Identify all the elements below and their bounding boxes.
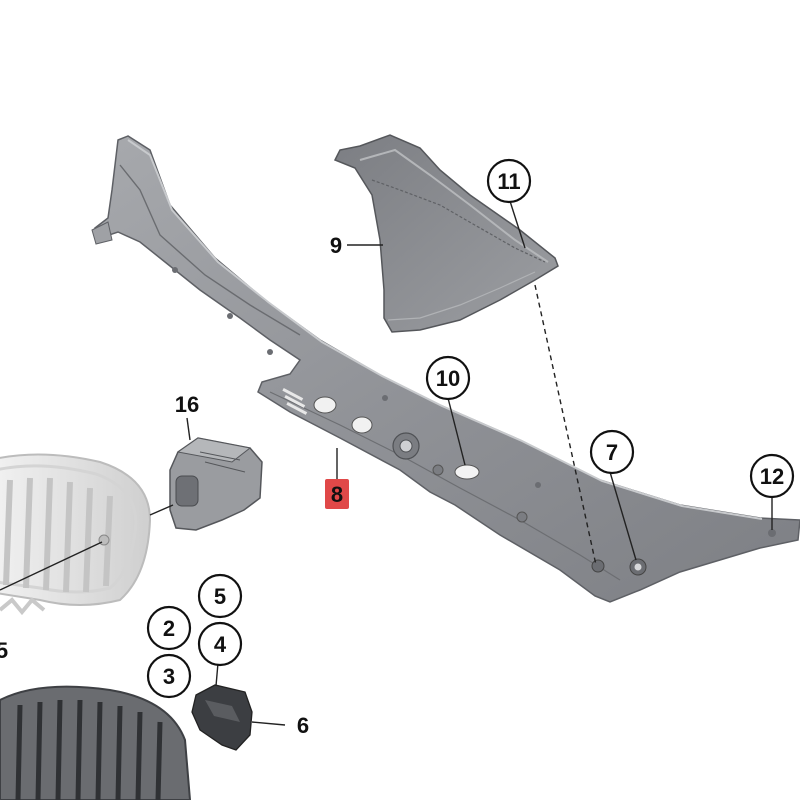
cowl-cover-part[interactable]: [333, 134, 559, 333]
callout-6: 6: [297, 713, 309, 738]
callout-15: 5: [0, 638, 8, 663]
svg-text:10: 10: [436, 366, 460, 391]
cowl-panel-part[interactable]: [91, 135, 800, 603]
leader-lines: [0, 197, 773, 726]
callout-2: 2: [146, 605, 192, 651]
callout-10: 10: [425, 355, 471, 401]
callout-8-highlighted[interactable]: 8: [325, 479, 349, 509]
callout-11: 11: [486, 158, 532, 204]
svg-text:3: 3: [163, 664, 175, 689]
bracket-part-16[interactable]: [169, 437, 263, 531]
svg-text:12: 12: [760, 464, 784, 489]
svg-text:5: 5: [214, 584, 226, 609]
callout-12: 12: [749, 453, 795, 499]
kidney-grille-upper: [0, 453, 152, 616]
callout-9: 9: [330, 233, 342, 258]
callout-16: 16: [175, 392, 199, 417]
kidney-grille-lower: [0, 685, 192, 800]
callout-7: 7: [589, 429, 635, 475]
svg-text:2: 2: [163, 616, 175, 641]
callout-3: 3: [146, 653, 192, 699]
svg-text:7: 7: [606, 440, 618, 465]
svg-text:4: 4: [214, 632, 227, 657]
callouts: 11 10 7 12 5 2 4 3 9: [0, 158, 795, 738]
svg-text:11: 11: [497, 169, 520, 194]
callout-4: 4: [197, 621, 243, 667]
svg-text:8: 8: [331, 482, 343, 507]
clip-part-6[interactable]: [191, 684, 253, 751]
callout-5: 5: [197, 573, 243, 619]
